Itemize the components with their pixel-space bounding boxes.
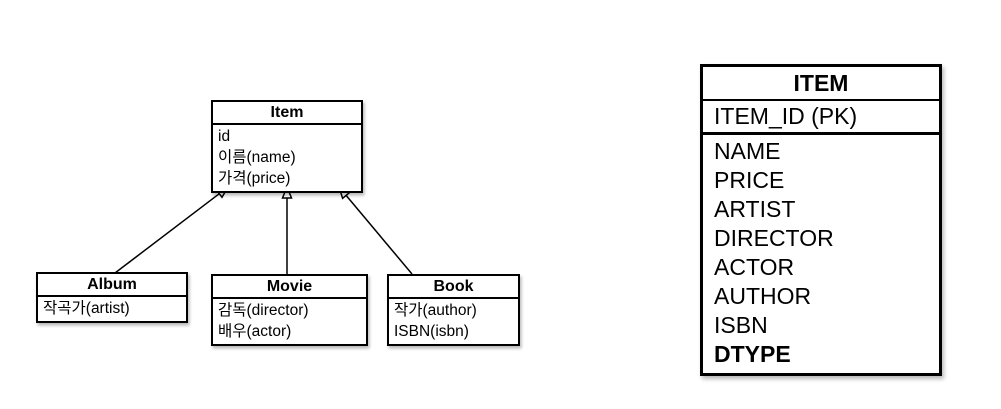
- class-title-movie: Movie: [213, 276, 366, 299]
- db-table-title: ITEM: [703, 67, 939, 101]
- class-box-movie: Movie 감독(director) 배우(actor): [211, 274, 368, 346]
- class-field: ISBN(isbn): [394, 323, 469, 340]
- generalization-arrows: [114, 185, 413, 275]
- class-field: 감독(director): [218, 302, 309, 319]
- class-field: 작가(author): [394, 302, 477, 319]
- db-table-item: ITEM ITEM_ID (PK) NAME PRICE ARTIST DIRE…: [700, 64, 942, 376]
- db-column-row: AUTHOR: [714, 283, 812, 309]
- db-column-row: DIRECTOR: [714, 225, 834, 251]
- db-column-row: ISBN: [714, 312, 768, 338]
- class-fields-book: 작가(author) ISBN(isbn): [389, 299, 518, 344]
- class-title-item: Item: [213, 102, 361, 125]
- generalization-arrow-book-to-item: [337, 185, 413, 275]
- db-table-pk-row: ITEM_ID (PK): [703, 101, 939, 135]
- class-fields-album: 작곡가(artist): [38, 297, 186, 321]
- class-fields-item: id 이름(name) 가격(price): [213, 125, 361, 191]
- class-title-album: Album: [38, 274, 186, 297]
- db-column-row: ACTOR: [714, 254, 795, 280]
- class-title-book: Book: [389, 276, 518, 299]
- class-box-album: Album 작곡가(artist): [36, 272, 188, 323]
- class-field: 이름(name): [218, 149, 296, 166]
- db-column-row: PRICE: [714, 167, 785, 193]
- class-field: 가격(price): [218, 170, 291, 187]
- generalization-arrow-album-to-item: [114, 185, 230, 274]
- db-column-row: NAME: [714, 138, 781, 164]
- class-fields-movie: 감독(director) 배우(actor): [213, 299, 366, 344]
- class-field: 배우(actor): [218, 323, 292, 340]
- class-field: id: [218, 128, 231, 145]
- db-column-row-dtype: DTYPE: [714, 341, 791, 367]
- db-table-columns: NAME PRICE ARTIST DIRECTOR ACTOR AUTHOR …: [703, 135, 939, 373]
- generalization-arrow-movie-to-item: [281, 185, 293, 274]
- class-box-book: Book 작가(author) ISBN(isbn): [387, 274, 520, 346]
- db-column-row: ARTIST: [714, 196, 796, 222]
- class-field: 작곡가(artist): [43, 300, 130, 317]
- class-box-item: Item id 이름(name) 가격(price): [211, 100, 363, 193]
